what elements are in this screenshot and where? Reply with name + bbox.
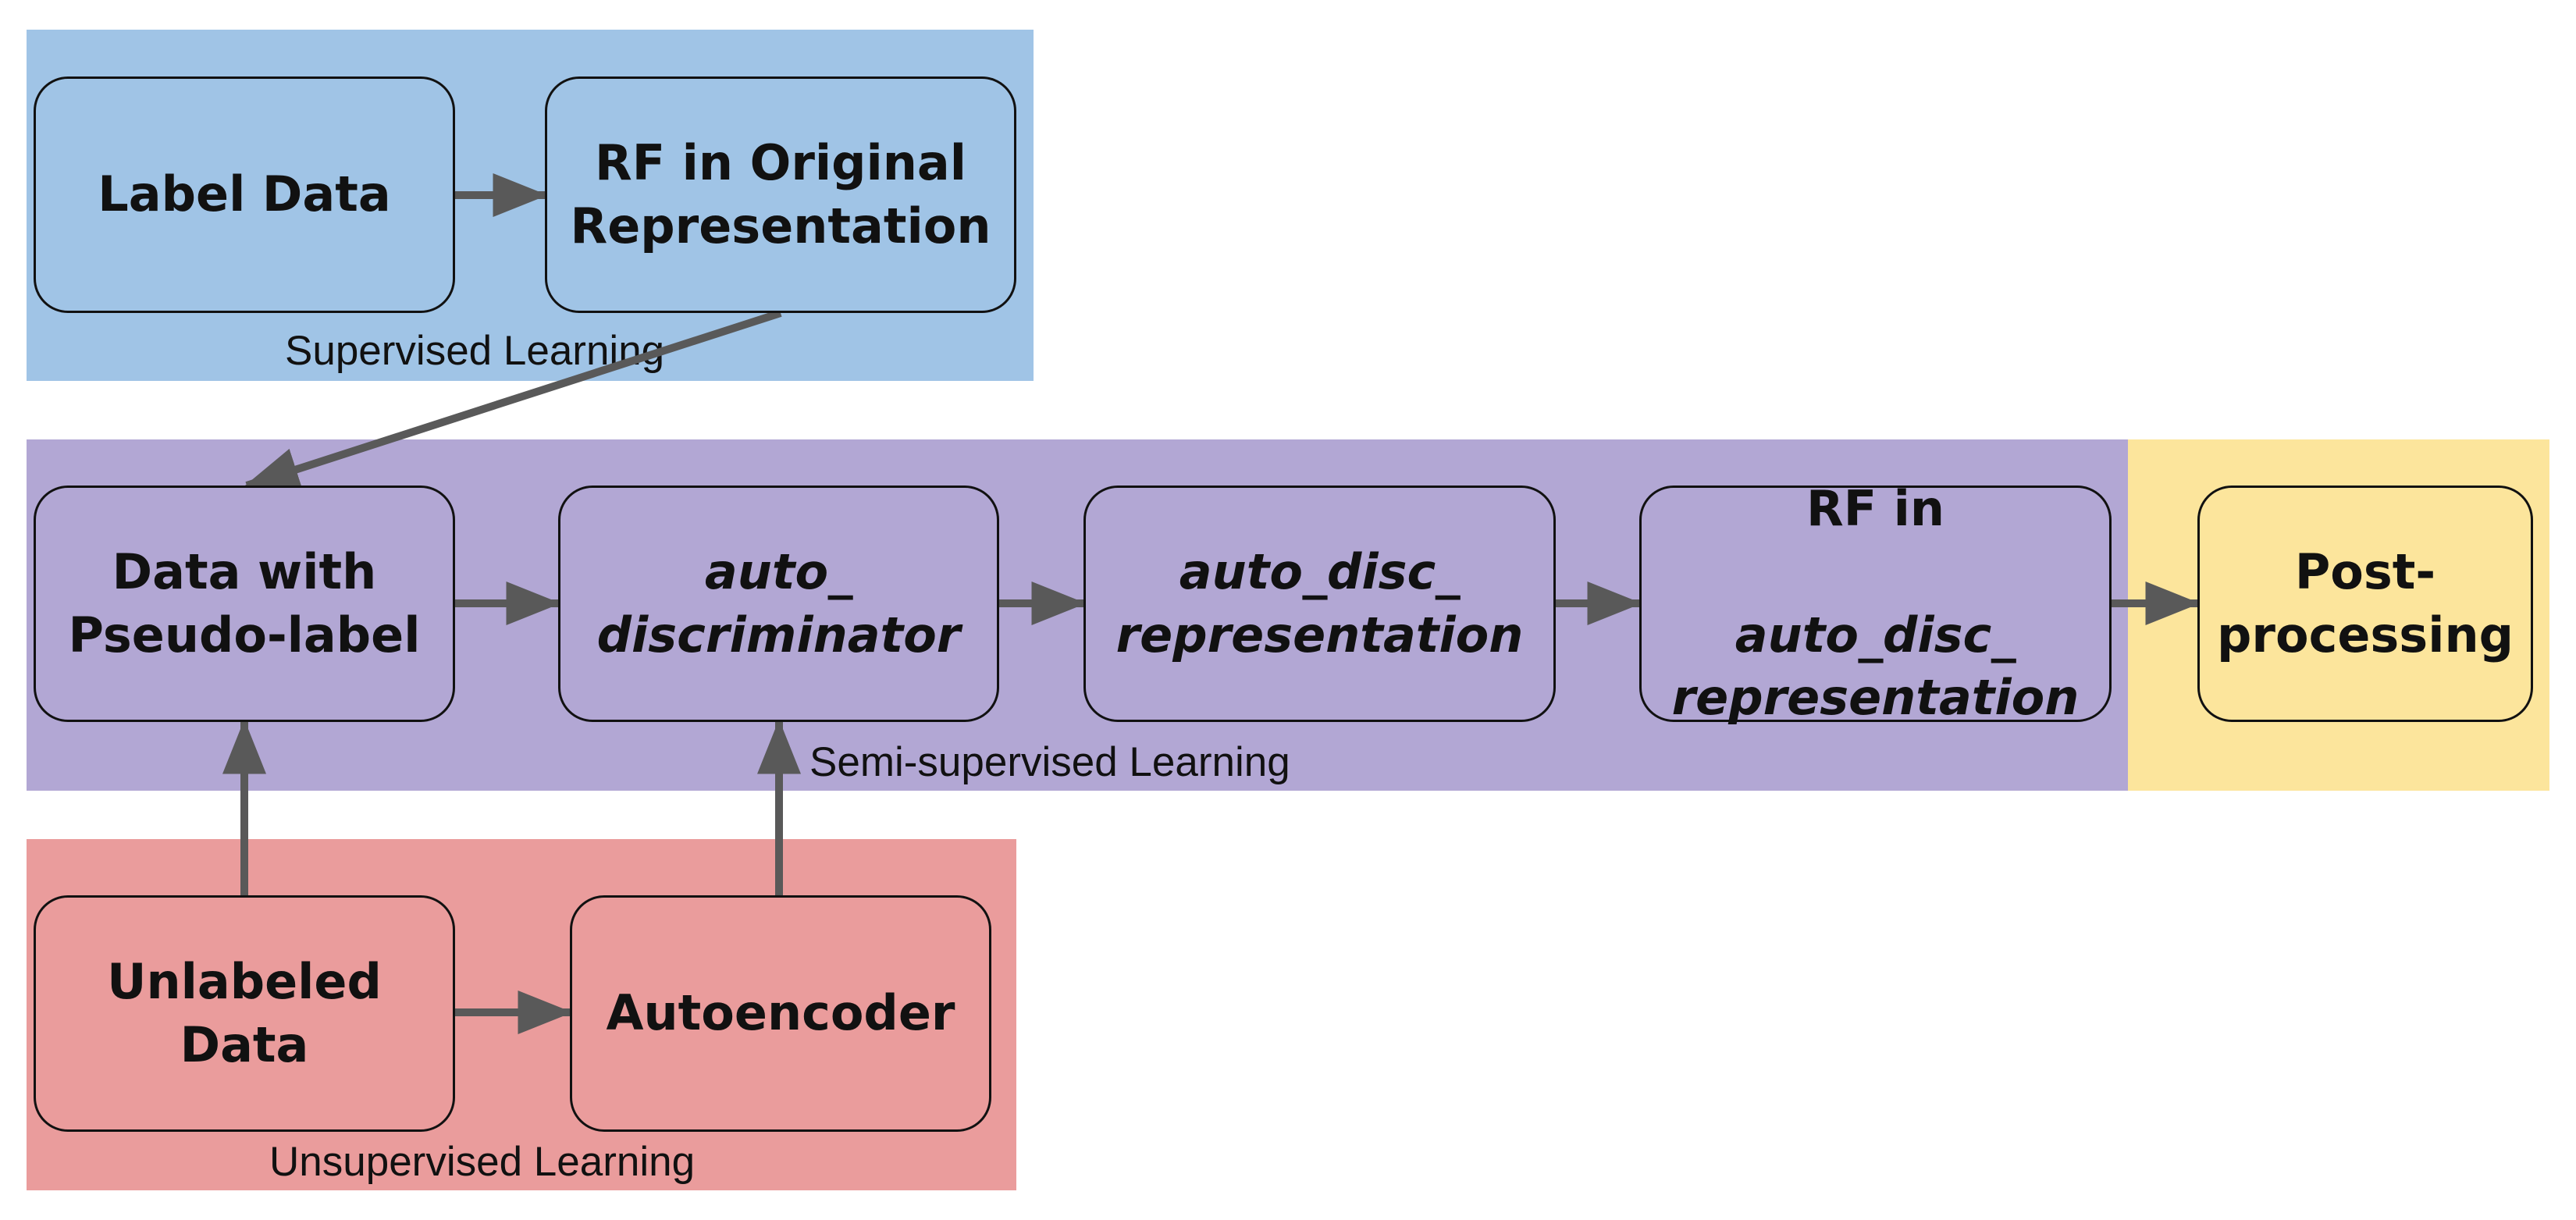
rf-in-text: RF in (1806, 480, 1945, 538)
unlabeled-data-node: Unlabeled Data (34, 895, 455, 1132)
auto-disc-representation-text: auto_disc_ representation (1115, 542, 1524, 663)
auto-discriminator-node: auto_ discriminator (558, 486, 999, 722)
post-processing-node: Post- processing (2197, 486, 2533, 722)
auto-discriminator-text: auto_ discriminator (596, 542, 961, 663)
post-processing-text: Post- processing (2217, 542, 2514, 663)
rf-auto-disc-italic-text: auto_disc_ representation (1671, 606, 2080, 727)
rf-auto-disc-representation-text: RF in auto_disc_ representation (1672, 415, 2080, 793)
autoencoder-text: Autoencoder (606, 984, 955, 1042)
rf-original-representation-text: RF in Original Representation (570, 133, 991, 254)
rf-original-representation-node: RF in Original Representation (545, 76, 1016, 313)
unsupervised-learning-label: Unsupervised Learning (269, 1139, 696, 1185)
supervised-learning-label: Supervised Learning (285, 328, 665, 374)
semi-supervised-learning-label: Semi-supervised Learning (809, 739, 1290, 785)
rf-auto-disc-representation-node: RF in auto_disc_ representation (1639, 480, 2112, 726)
label-data-text: Label Data (98, 165, 391, 223)
autoencoder-node: Autoencoder (570, 895, 991, 1132)
pseudo-label-data-text: Data with Pseudo-label (68, 542, 421, 663)
unlabeled-data-text: Unlabeled Data (107, 952, 382, 1073)
auto-disc-representation-node: auto_disc_ representation (1083, 486, 1556, 722)
pseudo-label-data-node: Data with Pseudo-label (34, 486, 455, 722)
label-data-node: Label Data (34, 76, 455, 313)
